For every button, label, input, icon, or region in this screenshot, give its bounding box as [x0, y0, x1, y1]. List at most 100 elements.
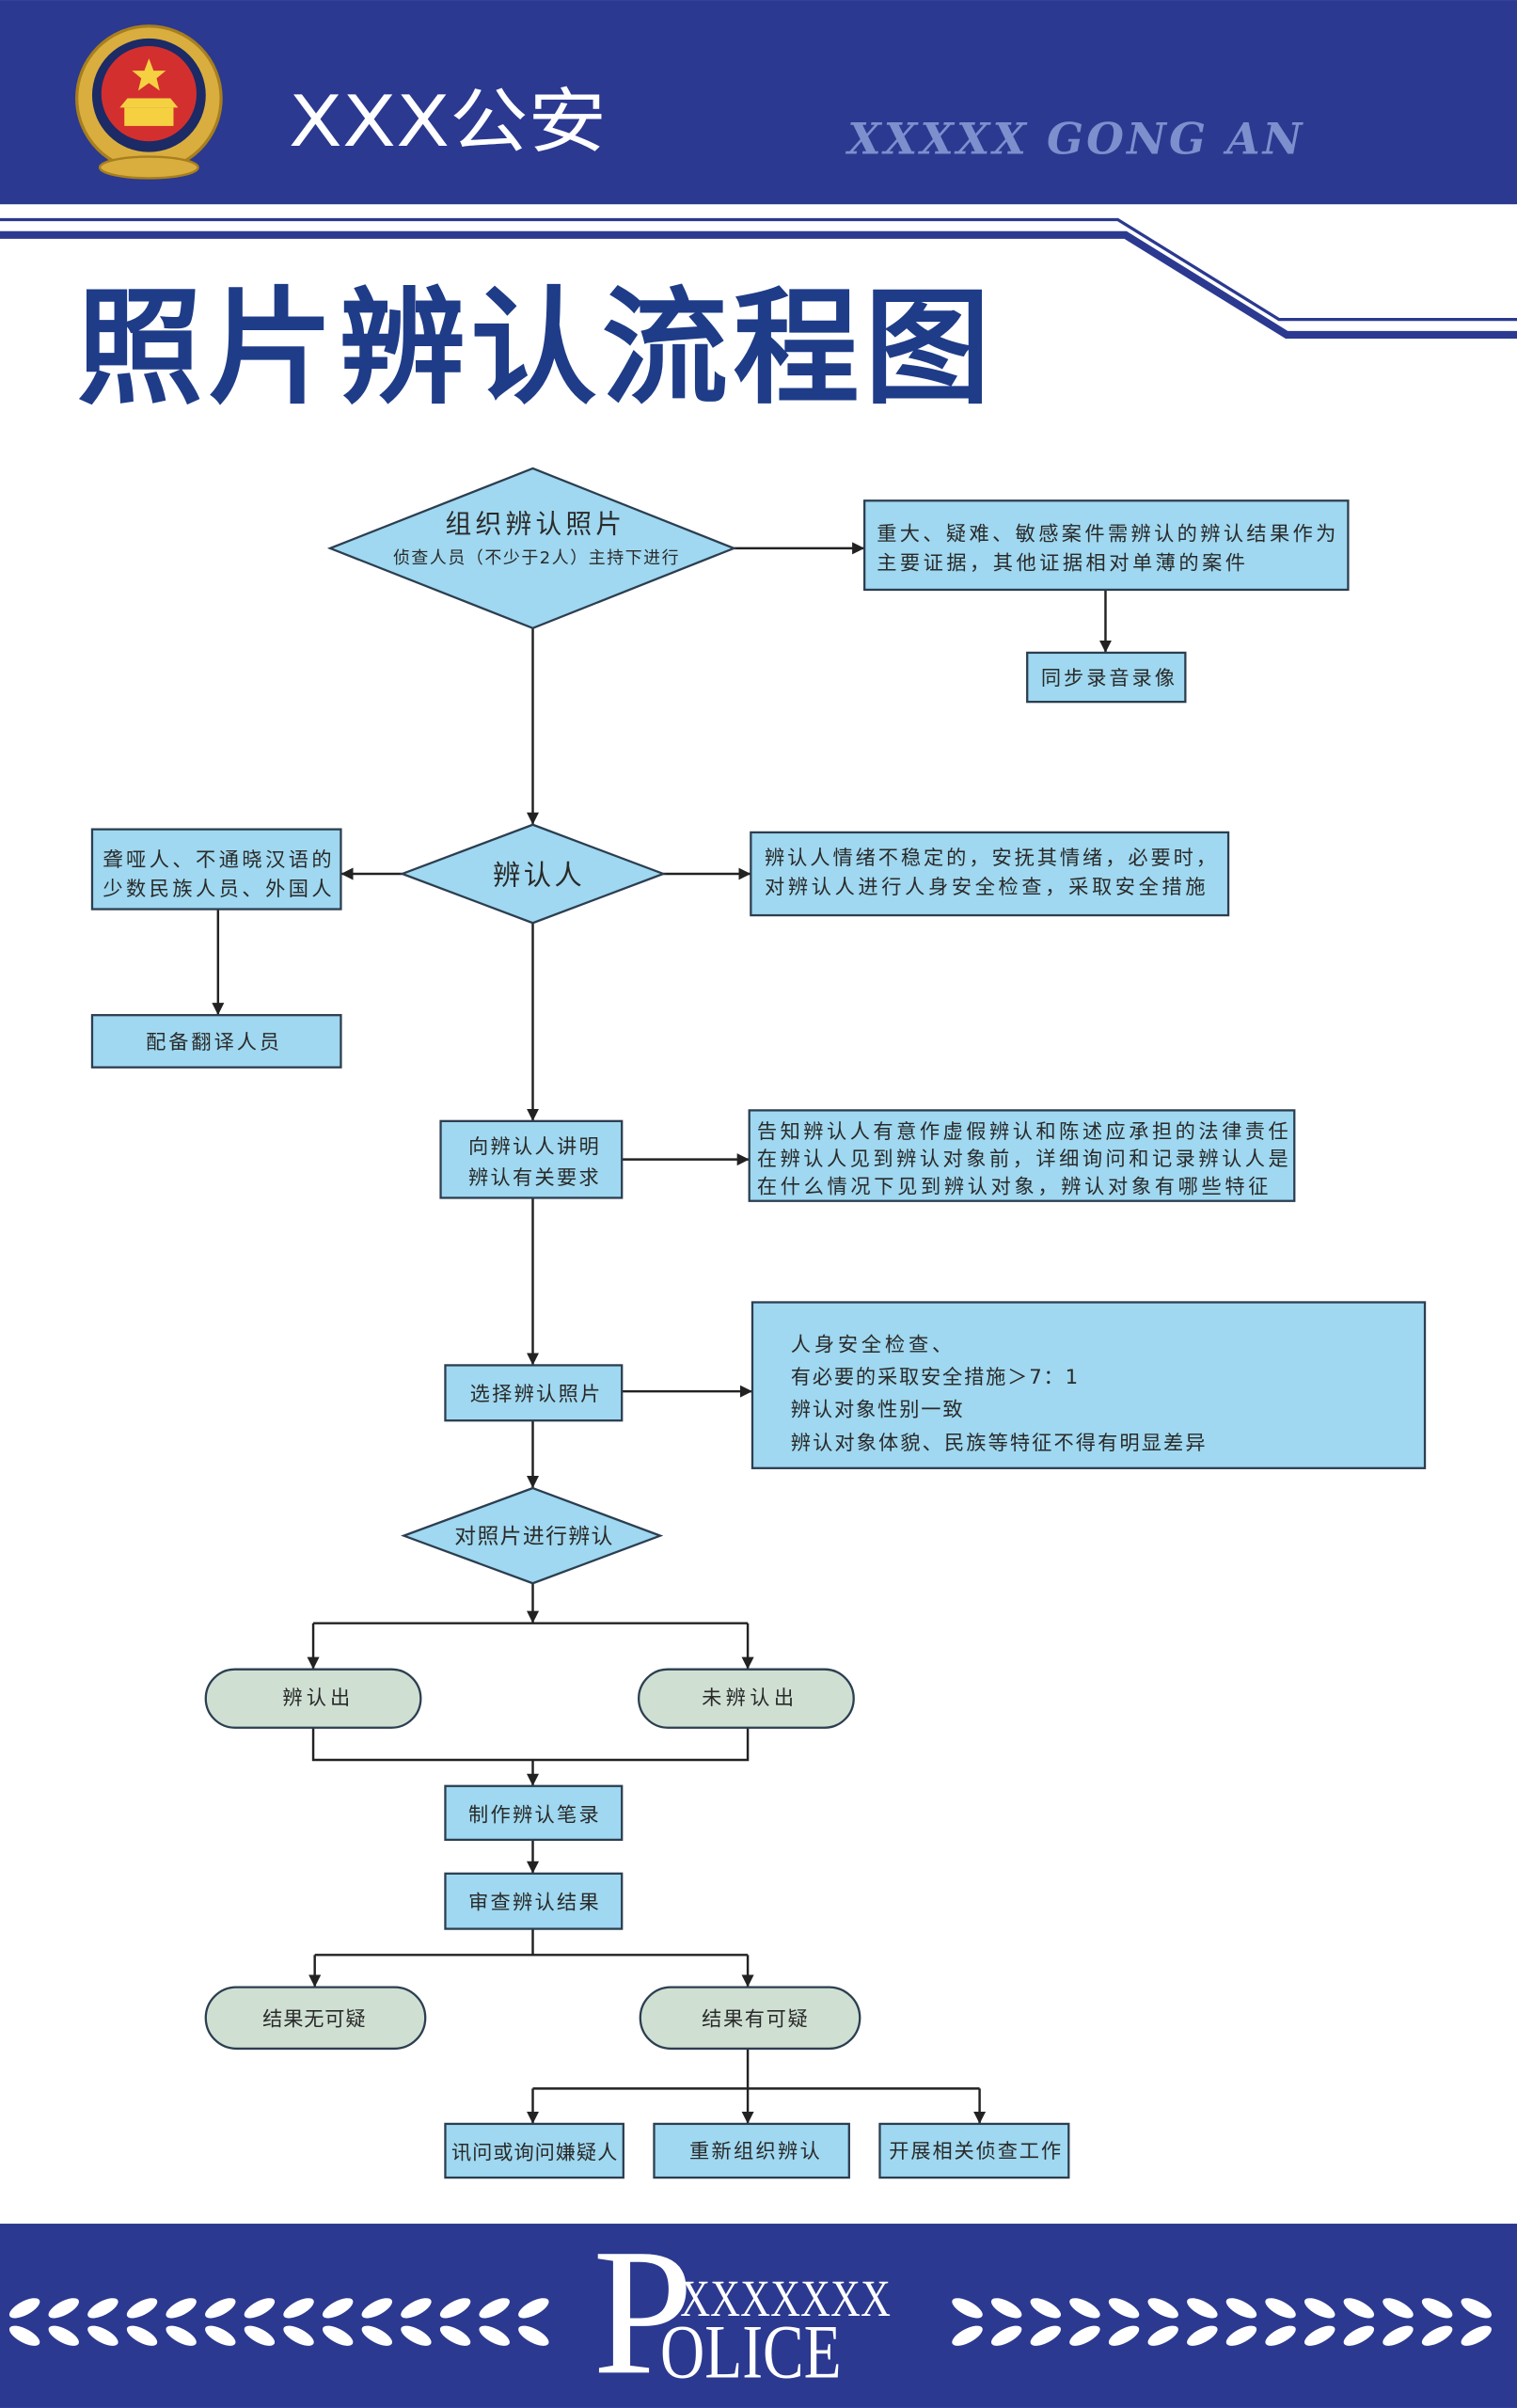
- process-box: [444, 1784, 624, 1842]
- footer-letter: P: [593, 2210, 693, 2408]
- laurel-leaf: [166, 2325, 197, 2346]
- laurel-leaf: [1421, 2325, 1453, 2346]
- node-selection-rules: 人身安全检查、 有必要的采取安全措施＞7：1 辨认对象性别一致 辨认对象体貌、民…: [751, 1301, 1427, 1469]
- laurel-leaf: [518, 2298, 549, 2319]
- node-text: 讯问或询问嫌疑人: [451, 2141, 617, 2164]
- header-title: XXX公安: [289, 80, 607, 163]
- laurel-leaf: [1304, 2325, 1335, 2346]
- node-emotional: 辨认人情绪不稳定的，安抚其情绪，必要时， 对辨认人进行人身安全检查，采取安全措施: [750, 831, 1230, 917]
- header-subtitle: XXXXX GONG AN: [845, 113, 1304, 164]
- laurel-leaf: [1304, 2298, 1335, 2319]
- node-text: 结果有可疑: [702, 2007, 808, 2031]
- laurel-leaf: [8, 2298, 40, 2319]
- laurel-leaf: [126, 2298, 158, 2319]
- laurel-right-icon: [952, 2298, 1492, 2346]
- laurel-leaf: [1343, 2298, 1375, 2319]
- police-emblem-icon: [74, 24, 223, 180]
- decision-diamond: [326, 467, 737, 630]
- laurel-leaf: [166, 2298, 197, 2319]
- laurel-leaf: [1147, 2325, 1178, 2346]
- divider-thick-line: [0, 230, 1517, 340]
- node-text: 结果无可疑: [262, 2007, 365, 2031]
- node-identify-photos: 对照片进行辨认: [401, 1486, 664, 1585]
- laurel-leaf: [1187, 2298, 1218, 2319]
- laurel-left-icon: [8, 2298, 549, 2346]
- terminal-pill: [638, 1668, 855, 1729]
- laurel-leaf: [1265, 2298, 1296, 2319]
- process-box: [444, 2122, 624, 2179]
- node-text-line: 告知辨认人有意作虚假辨认和陈述应承担的法律责任: [757, 1120, 1288, 1144]
- laurel-leaf: [1461, 2325, 1492, 2346]
- terminal-pill: [204, 1668, 422, 1729]
- laurel-leaf: [952, 2298, 983, 2319]
- node-sync-recording: 同步录音录像: [1026, 651, 1187, 704]
- laurel-leaf: [8, 2325, 40, 2346]
- process-box: [439, 1119, 624, 1199]
- laurel-leaf: [126, 2325, 158, 2346]
- footer-word: OLICE: [660, 2308, 842, 2394]
- terminal-pill: [204, 1986, 427, 2051]
- laurel-leaf: [1461, 2298, 1492, 2319]
- footer: P XXXXXXX OLICE: [0, 2210, 1517, 2408]
- decision-diamond: [399, 823, 667, 925]
- node-organize: 组织辨认照片 侦查人员（不少于2人）主持下进行: [326, 467, 737, 630]
- node-note: 侦查人员（不少于2人）主持下进行: [393, 548, 679, 568]
- node-text-line: 辨认对象体貌、民族等特征不得有明显差异: [791, 1432, 1206, 1455]
- laurel-leaf: [244, 2298, 276, 2319]
- laurel-leaf: [990, 2325, 1022, 2346]
- node-text-line: 有必要的采取安全措施＞7：1: [791, 1366, 1078, 1389]
- process-box: [653, 2122, 850, 2179]
- laurel-leaf: [205, 2298, 236, 2319]
- node-text: 开展相关侦查工作: [889, 2140, 1061, 2163]
- node-text: 辨认人: [493, 859, 582, 891]
- laurel-leaf: [1187, 2325, 1218, 2346]
- header: XXX公安 XXXXX GONG AN: [0, 0, 1517, 205]
- header-divider: [0, 217, 1517, 340]
- node-identified: 辨认出: [204, 1668, 422, 1729]
- laurel-leaf: [48, 2298, 79, 2319]
- laurel-leaf: [1265, 2325, 1296, 2346]
- node-text-line: 对辨认人进行人身安全检查，采取安全措施: [765, 876, 1206, 899]
- node-explain: 向辨认人讲明 辨认有关要求: [439, 1119, 624, 1199]
- process-box: [90, 1014, 342, 1069]
- process-box: [750, 831, 1230, 917]
- node-doubt: 结果有可疑: [639, 1986, 861, 2051]
- divider-thin-line: [0, 217, 1517, 322]
- process-box: [90, 828, 342, 911]
- node-text: 对照片进行辨认: [454, 1525, 612, 1549]
- laurel-leaf: [401, 2298, 432, 2319]
- node-text-line: 在辨认人见到辨认对象前，详细询问和记录辨认人是: [757, 1148, 1288, 1171]
- laurel-leaf: [1030, 2298, 1062, 2319]
- node-not-identified: 未辨认出: [638, 1668, 855, 1729]
- node-text-line: 辨认对象性别一致: [791, 1398, 963, 1421]
- process-box: [444, 1364, 624, 1422]
- laurel-leaf: [1225, 2325, 1257, 2346]
- laurel-leaf: [952, 2325, 983, 2346]
- laurel-leaf: [1383, 2325, 1414, 2346]
- laurel-leaf: [1343, 2325, 1375, 2346]
- laurel-leaf: [1421, 2298, 1453, 2319]
- node-text-line: 人身安全检查、: [791, 1334, 952, 1357]
- laurel-leaf: [401, 2325, 432, 2346]
- process-box: [878, 2122, 1070, 2179]
- laurel-leaf: [1030, 2325, 1062, 2346]
- laurel-leaf: [87, 2325, 119, 2346]
- laurel-leaf: [48, 2325, 79, 2346]
- laurel-leaf: [361, 2325, 393, 2346]
- laurel-leaf: [518, 2325, 549, 2346]
- node-select-photos: 选择辨认照片: [444, 1364, 624, 1422]
- laurel-leaf: [479, 2325, 510, 2346]
- process-box: [751, 1301, 1427, 1469]
- node-no-doubt: 结果无可疑: [204, 1986, 427, 2051]
- node-text: 辨认出: [282, 1687, 350, 1710]
- laurel-leaf: [479, 2298, 510, 2319]
- node-inform: 告知辨认人有意作虚假辨认和陈述应承担的法律责任 在辨认人见到辨认对象前，详细询问…: [748, 1109, 1296, 1202]
- node-interrogate: 讯问或询问嫌疑人: [444, 2122, 624, 2179]
- page-title: 照片辨认流程图: [77, 273, 990, 421]
- laurel-leaf: [322, 2298, 354, 2319]
- footer-code: XXXXXXX: [680, 2271, 891, 2328]
- process-box: [863, 499, 1350, 592]
- process-box: [748, 1109, 1296, 1202]
- node-major-cases: 重大、疑难、敏感案件需辨认的辨认结果作为 主要证据，其他证据相对单薄的案件: [863, 499, 1350, 592]
- laurel-leaf: [1108, 2298, 1140, 2319]
